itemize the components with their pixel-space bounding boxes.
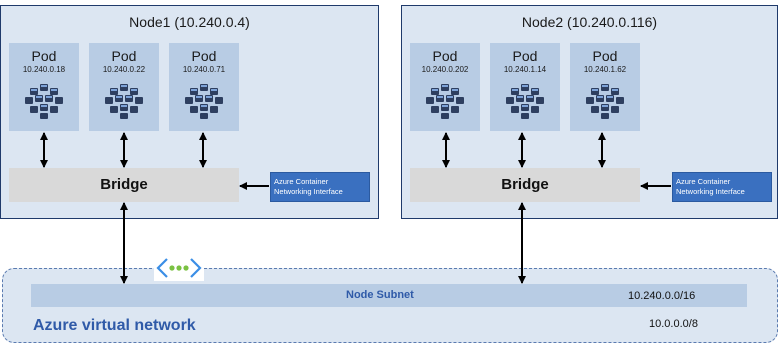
virtual-network-icon — [154, 255, 204, 281]
cni-box-node1: Azure Container Networking Interface — [270, 172, 370, 202]
pod-node1-2: Pod 10.240.0.22 — [89, 43, 159, 131]
pod-node2-1: Pod 10.240.0.202 — [410, 43, 480, 131]
pod-label: Pod — [512, 48, 538, 64]
pod-node1-1: Pod 10.240.0.18 — [9, 43, 79, 131]
bridge-node1: Bridge — [9, 168, 239, 202]
pod-ip: 10.240.0.22 — [102, 65, 146, 74]
node-subnet-label: Node Subnet — [346, 289, 414, 301]
pod-ip: 10.240.0.202 — [421, 65, 469, 74]
node-1-title: Node1 (10.240.0.4) — [129, 14, 250, 30]
pod-label: Pod — [111, 48, 137, 64]
cni-box-node2: Azure Container Networking Interface — [672, 172, 772, 202]
pod-ip: 10.240.0.18 — [22, 65, 66, 74]
pod-ip: 10.240.1.14 — [503, 65, 547, 74]
vnet-label: Azure virtual network — [33, 317, 196, 334]
node-2-title: Node2 (10.240.0.116) — [521, 14, 658, 30]
pod-ip: 10.240.1.62 — [583, 65, 627, 74]
pod-ip: 10.240.0.71 — [182, 65, 226, 74]
node-subnet — [31, 284, 747, 307]
pod-label: Pod — [592, 48, 618, 64]
pod-node2-2: Pod 10.240.1.14 — [490, 43, 560, 131]
pod-node2-3: Pod 10.240.1.62 — [570, 43, 640, 131]
vnet-cidr: 10.0.0.0/8 — [649, 318, 698, 330]
pod-label: Pod — [31, 48, 57, 64]
node-subnet-cidr: 10.240.0.0/16 — [628, 290, 696, 302]
pod-label: Pod — [191, 48, 217, 64]
bridge-node2: Bridge — [410, 168, 640, 202]
pod-node1-3: Pod 10.240.0.71 — [169, 43, 239, 131]
pod-label: Pod — [432, 48, 458, 64]
